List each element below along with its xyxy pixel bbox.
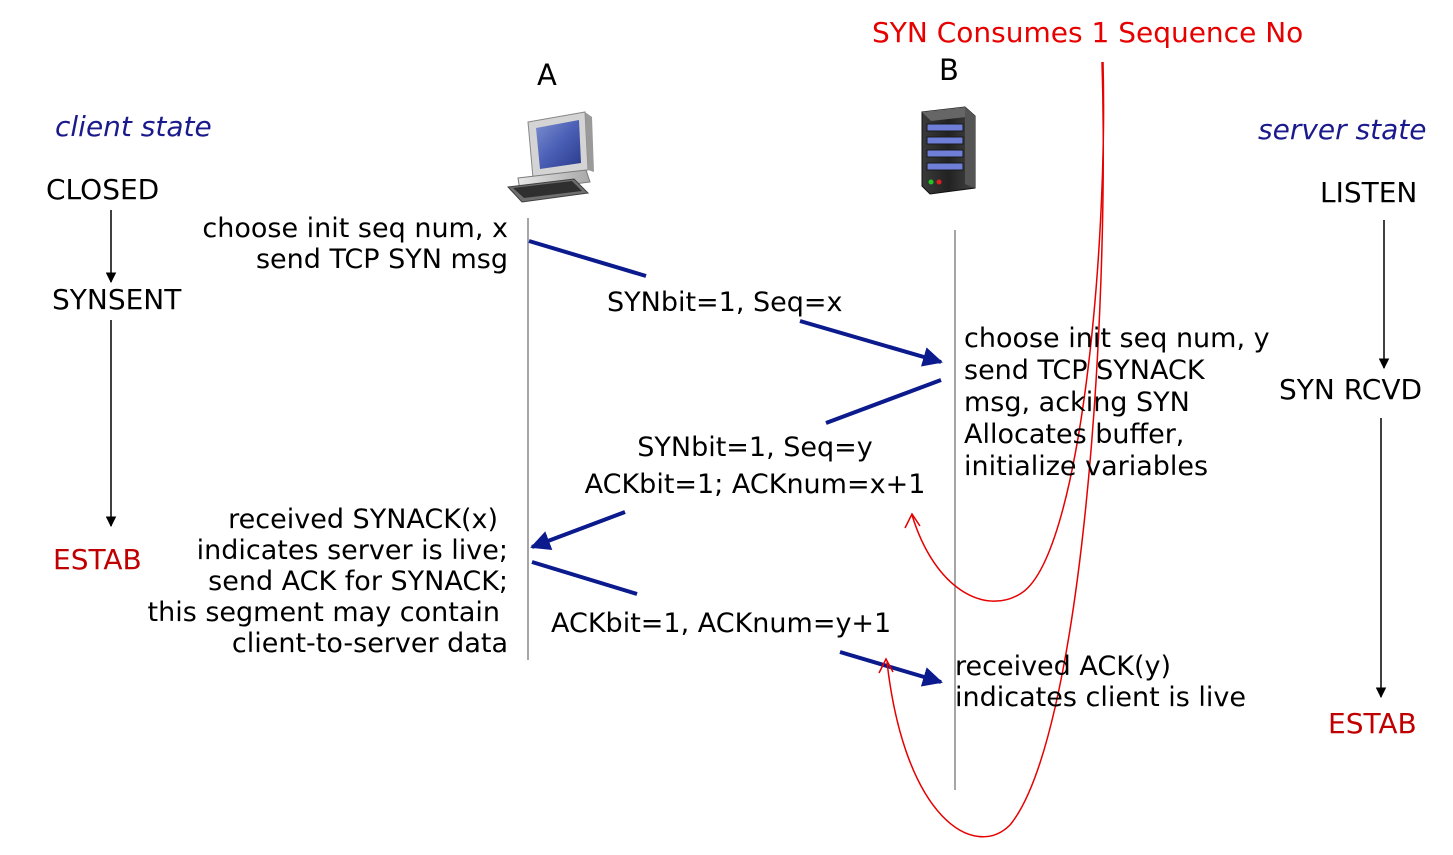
note-line: indicates client is live <box>955 682 1246 713</box>
client-state-synsent: SYNSENT <box>52 283 182 316</box>
synack-message-arrow <box>530 378 942 551</box>
message-line: ACKbit=1; ACKnum=x+1 <box>584 469 926 500</box>
client-state-closed: CLOSED <box>46 173 160 206</box>
synack-message-label: SYNbit=1, Seq=y ACKbit=1; ACKnum=x+1 <box>560 429 950 503</box>
ack-message-label: ACKbit=1, ACKnum=y+1 <box>551 608 891 639</box>
note-line: choose init seq num, x <box>202 213 508 244</box>
client-state-heading: client state <box>55 110 212 143</box>
server-state-listen: LISTEN <box>1320 176 1418 209</box>
server-tower-icon <box>921 106 976 195</box>
message-line: SYNbit=1, Seq=y <box>637 432 873 463</box>
client-state-estab: ESTAB <box>53 543 142 576</box>
note-line: send ACK for SYNACK; <box>208 566 508 597</box>
host-b-label: B <box>939 53 959 87</box>
note-line: send TCP SYNACK <box>964 355 1205 386</box>
server-state-estab: ESTAB <box>1328 707 1417 740</box>
message-line: SYNbit=1, Seq=x <box>607 287 843 318</box>
server-ack-note: received ACK(y) indicates client is live <box>955 651 1246 713</box>
note-line: Allocates buffer, <box>964 419 1185 450</box>
syn-message-label: SYNbit=1, Seq=x <box>607 287 843 318</box>
note-line: choose init seq num, y <box>964 323 1270 354</box>
sequence-annotation: SYN Consumes 1 Sequence No <box>872 16 1304 49</box>
host-a-label: A <box>537 58 557 92</box>
server-state-syn-rcvd: SYN RCVD <box>1279 373 1423 406</box>
note-line: msg, acking SYN <box>964 387 1190 418</box>
server-synack-note: choose init seq num, y send TCP SYNACK m… <box>964 323 1270 483</box>
desktop-computer-icon <box>506 111 594 203</box>
note-line: this segment may contain <box>147 597 501 628</box>
note-line: indicates server is live; <box>196 535 508 566</box>
annotation-curves <box>878 61 1105 838</box>
message-line: ACKbit=1, ACKnum=y+1 <box>551 608 892 639</box>
client-ack-note: received SYNACK(x) indicates server is l… <box>148 504 509 659</box>
server-state-heading: server state <box>1258 113 1427 146</box>
note-line: received ACK(y) <box>955 651 1171 682</box>
note-line: client-to-server data <box>231 628 508 659</box>
note-line: initialize variables <box>964 451 1209 482</box>
client-syn-note: choose init seq num, x send TCP SYN msg <box>202 213 508 275</box>
note-line: send TCP SYN msg <box>255 244 508 275</box>
syn-message-arrow <box>528 239 943 367</box>
note-line: received SYNACK(x) <box>228 504 498 535</box>
